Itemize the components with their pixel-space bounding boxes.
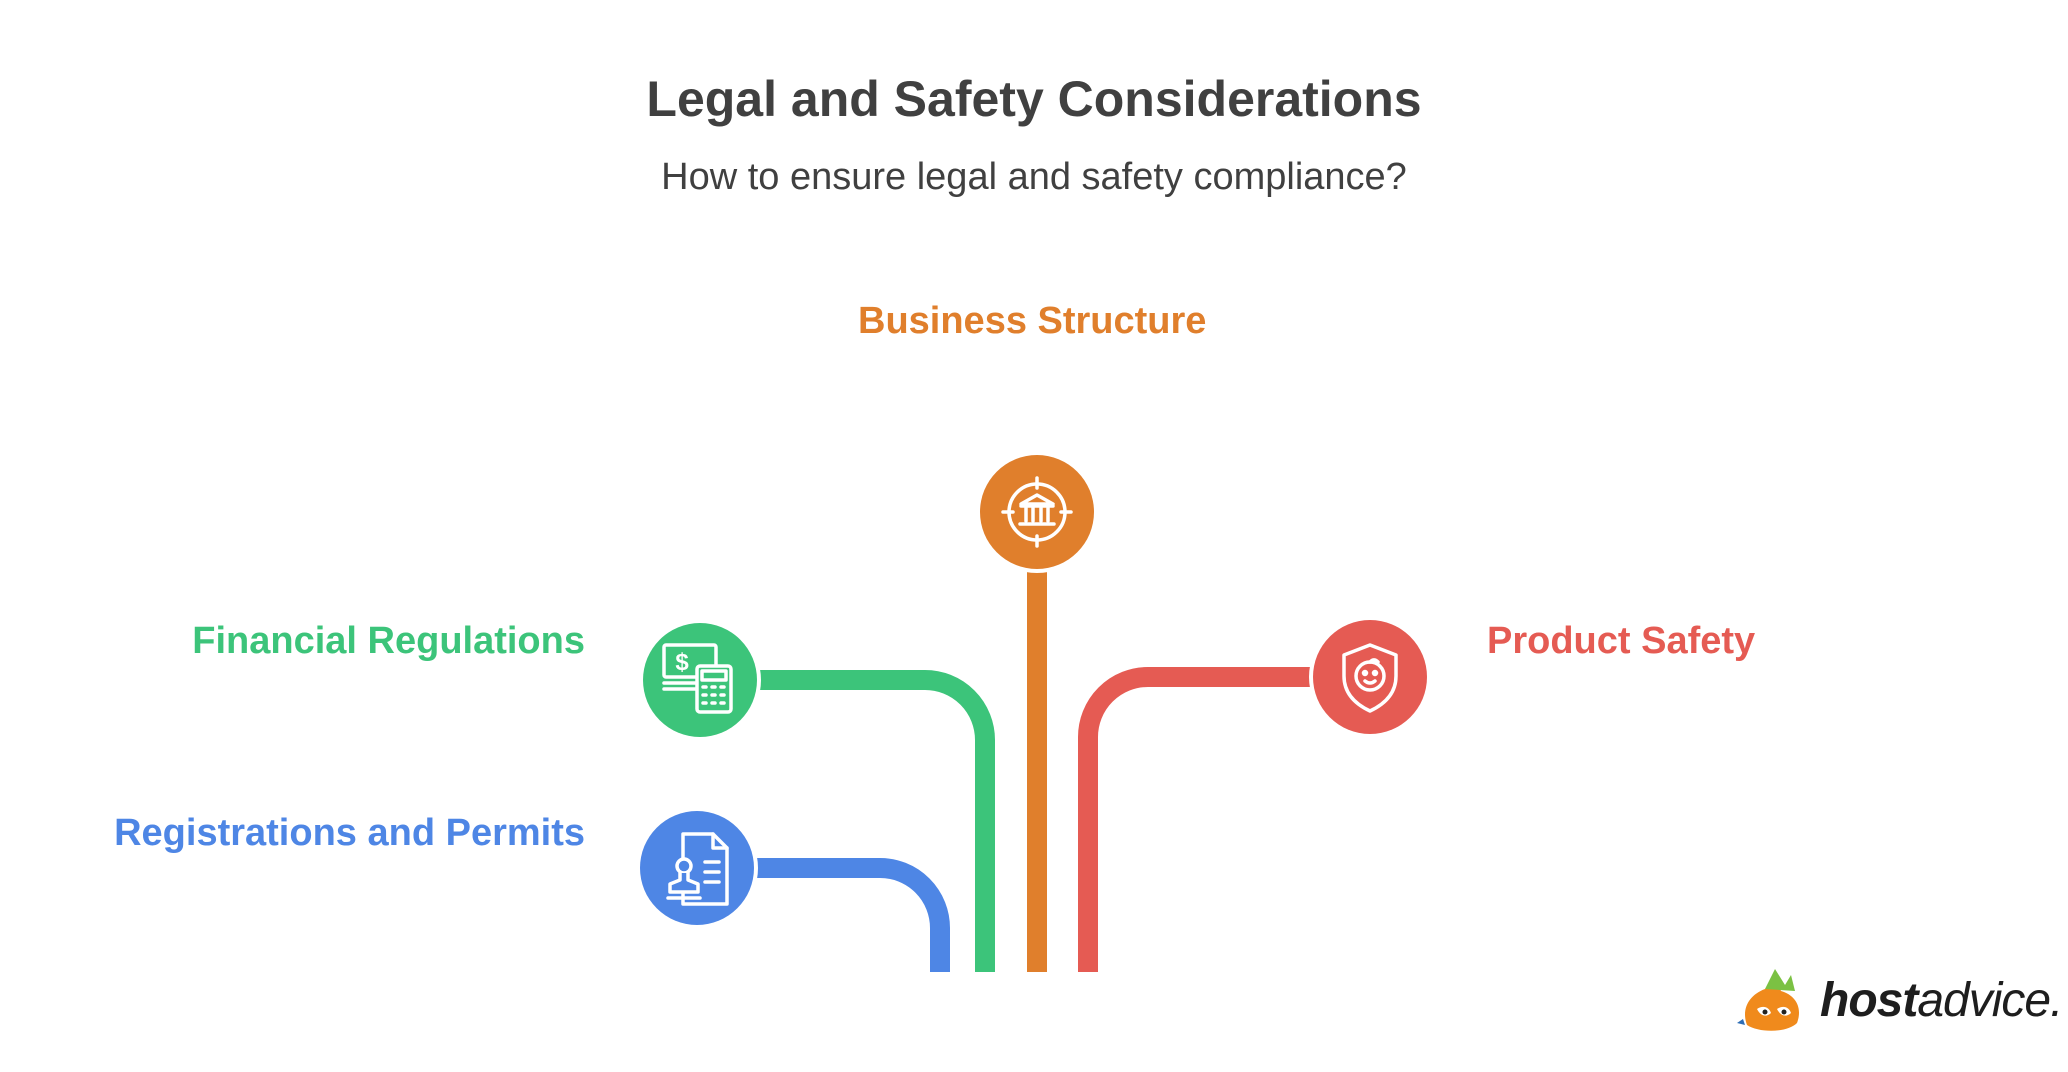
registrations-permits-label: Registrations and Permits [114, 812, 585, 854]
product-safety-label: Product Safety [1487, 620, 1756, 662]
fox-mascot-icon [1737, 969, 1800, 1031]
document-stamp-icon [666, 832, 729, 906]
diagram-subtitle: How to ensure legal and safety complianc… [661, 156, 1407, 198]
financial-regulations-label: Financial Regulations [192, 620, 585, 662]
financial-connector-line [760, 670, 995, 972]
hostadvice-logo: hostadvice. [1735, 965, 2063, 1035]
registrations-connector-line [755, 858, 950, 972]
business-structure-node [976, 451, 1098, 573]
financial-regulations-node: $ [639, 619, 761, 741]
diagram-title: Legal and Safety Considerations [646, 71, 1422, 127]
logo-wordmark: hostadvice. [1820, 973, 2063, 1028]
registrations-permits-node [636, 807, 758, 929]
product-safety-node [1309, 616, 1431, 738]
logo-wordmark-light: advice. [1917, 974, 2063, 1027]
shield-face-icon [1342, 643, 1398, 713]
money-calculator-icon: $ [662, 643, 733, 714]
business-structure-label: Business Structure [858, 300, 1207, 342]
product-connector-line [1078, 667, 1315, 972]
bank-target-icon [1001, 476, 1073, 548]
logo-wordmark-bold: host [1820, 974, 1918, 1027]
svg-text:$: $ [675, 649, 689, 676]
